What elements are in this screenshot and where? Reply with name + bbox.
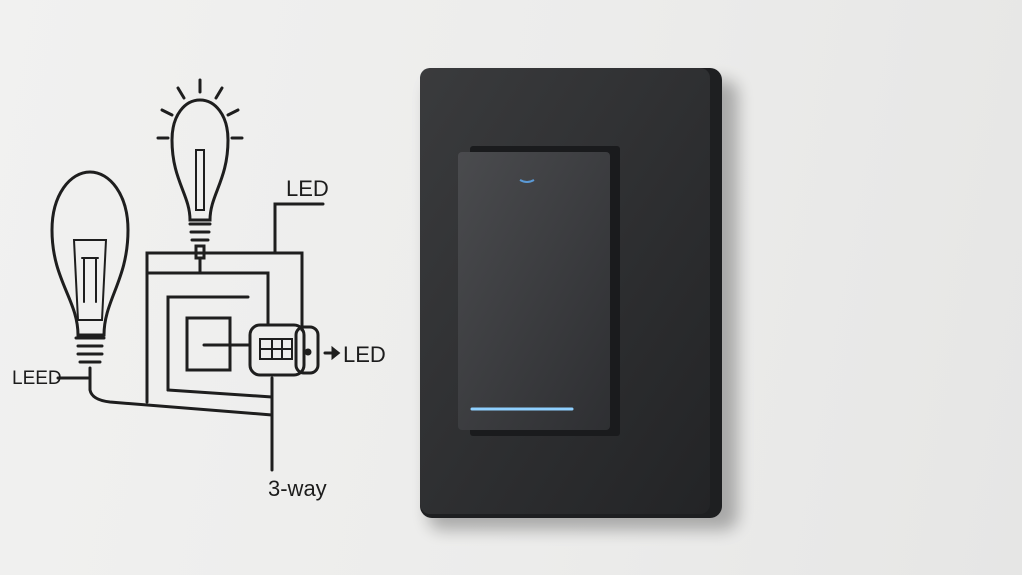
label-leed: LEED (12, 368, 62, 389)
wiring-diagram (50, 78, 341, 472)
wall-switch (420, 68, 738, 530)
label-led-top: LED (286, 176, 329, 201)
top-indicator-icon (519, 179, 535, 183)
rocker-button[interactable] (458, 152, 610, 430)
label-led-right: LED (343, 342, 386, 367)
light-bulb-icon-left (50, 170, 274, 417)
light-bulb-icon-top (156, 78, 244, 274)
label-3-way: 3-way (268, 476, 327, 501)
